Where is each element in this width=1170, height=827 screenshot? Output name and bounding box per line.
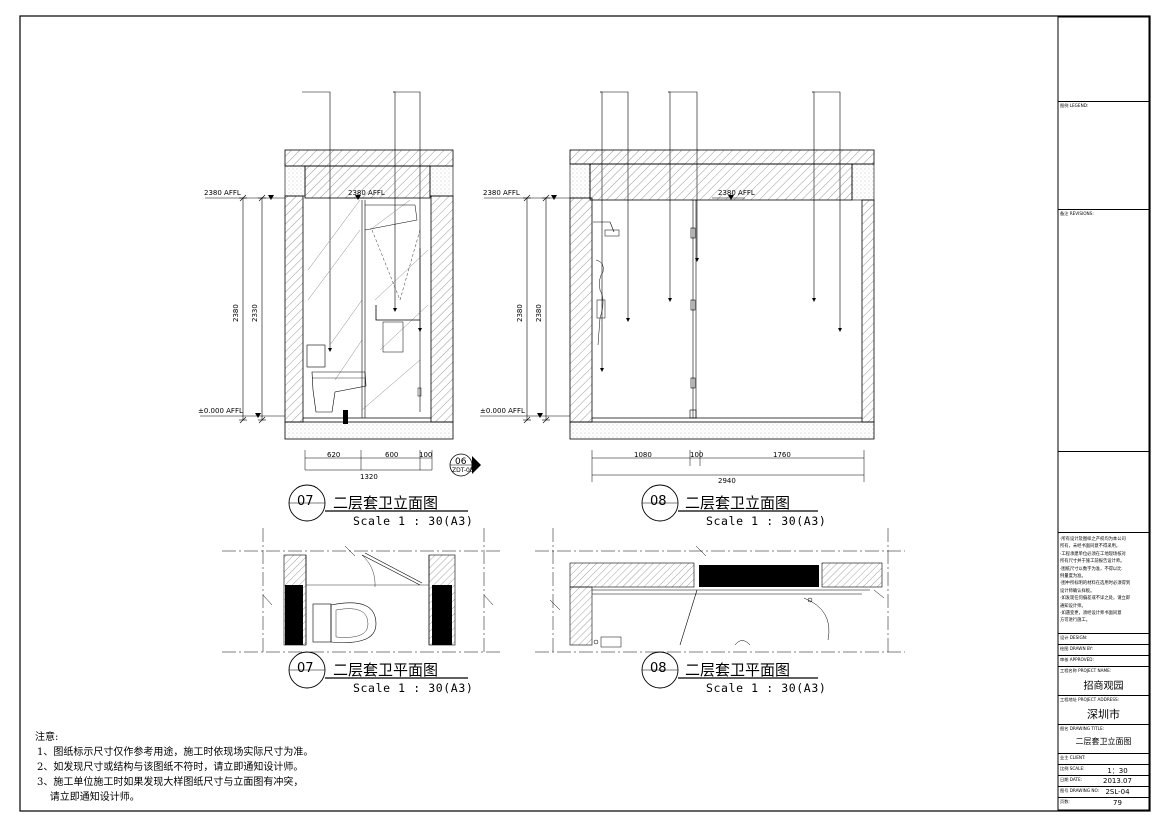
drawing-title: 二层套卫立面图 bbox=[1075, 737, 1132, 746]
plan08-title: 二层套卫平面图 bbox=[685, 661, 791, 679]
general-notes: 注意: 1、图纸标示尺寸仅作参考用途，施工时依现场实际尺寸为准。 2、如发现尺寸… bbox=[35, 730, 314, 805]
note-item: 1、图纸标示尺寸仅作参考用途，施工时依现场实际尺寸为准。 bbox=[37, 747, 314, 758]
drawing-no-value: 2SL-04 bbox=[1105, 788, 1130, 796]
approved-label: 审核 APPROVED: bbox=[1060, 657, 1094, 662]
revisions-box: 备注 REVISIONS: bbox=[1058, 209, 1149, 451]
page-label: 页数: bbox=[1060, 799, 1070, 804]
elev07-number: 07 bbox=[297, 494, 314, 509]
elev08-height-outer: 2380 bbox=[516, 304, 524, 322]
elev08-width-3: 1760 bbox=[773, 451, 791, 459]
revisions-label: 备注 REVISIONS: bbox=[1060, 211, 1094, 216]
address-label: 工程地址 PROJECT ADDRESS: bbox=[1060, 697, 1120, 702]
tb-note-line: 设计师确认样板。 bbox=[1060, 588, 1095, 594]
notes-heading: 注意: bbox=[35, 732, 59, 743]
scale-value: 1：30 bbox=[1107, 767, 1128, 775]
note-item: 3、施工单位施工时如果发现大样图纸尺寸与立面图有冲突， bbox=[37, 777, 304, 788]
elev07-height-inner: 2330 bbox=[251, 304, 259, 322]
client-row: 业主 CLIENT: bbox=[1058, 753, 1149, 764]
plan07-title: 二层套卫平面图 bbox=[333, 661, 439, 679]
page-value: 79 bbox=[1113, 799, 1122, 807]
plan08-number: 08 bbox=[650, 661, 667, 676]
sheet-border bbox=[19, 15, 1151, 812]
elev07-level-top-inner: 2380 AFFL bbox=[348, 189, 385, 197]
drawing-title-row: 图名 DRAWING TITLE: 二层套卫立面图 bbox=[1058, 724, 1149, 753]
title-block: 图例 LEGEND: 备注 REVISIONS: ·所有设计及图样之产权均为本公… bbox=[1058, 17, 1149, 810]
title-block-frame bbox=[1057, 16, 1150, 811]
design-row: 设计 DESIGN: bbox=[1058, 633, 1149, 644]
tb-note-line: 所有尺寸并于施工前报告设计师。 bbox=[1060, 559, 1125, 565]
tb-notes: ·所有设计及图样之产权均为本公司 所有，未经书面同意不得采用。 ·工程承建单位必… bbox=[1060, 536, 1146, 625]
legend-label: 图例 LEGEND: bbox=[1060, 103, 1089, 108]
tb-note-line: ·工程承建单位必须在工地现场核对 bbox=[1060, 551, 1126, 557]
tb-note-line: 所有，未经书面同意不得采用。 bbox=[1060, 544, 1121, 550]
elev07-height-outer: 2380 bbox=[232, 304, 240, 322]
elev07-width-3: 100 bbox=[419, 451, 433, 459]
date-value: 2013.07 bbox=[1103, 777, 1132, 785]
elev07-scale: Scale 1 : 30(A3) bbox=[353, 514, 474, 528]
plan07-scale: Scale 1 : 30(A3) bbox=[353, 681, 474, 695]
project-label: 工程名称 PROJECT NAME: bbox=[1060, 668, 1112, 673]
note-item: 请立即通知设计师。 bbox=[37, 792, 140, 803]
elev08-level-top: 2380 AFFL bbox=[483, 189, 520, 197]
elev08-width-2: 100 bbox=[690, 451, 704, 459]
elev07-ref-mark-bottom: ZDT-05 bbox=[452, 467, 474, 474]
tb-note-line: 例量度为准。 bbox=[1060, 574, 1086, 580]
tb-note-line: ·如发现任何偏差或不详之处，请立即 bbox=[1060, 596, 1131, 602]
elev08-height-inner: 2380 bbox=[535, 304, 543, 322]
tb-notes-box: ·所有设计及图样之产权均为本公司 所有，未经书面同意不得采用。 ·工程承建单位必… bbox=[1058, 532, 1149, 633]
elev08-total-width: 2940 bbox=[718, 477, 736, 485]
drawn-row: 绘图 DRAWN BY: bbox=[1058, 644, 1149, 655]
address-row: 工程地址 PROJECT ADDRESS: 深圳市 bbox=[1058, 695, 1149, 724]
elev08-level-floor: ±0.000 AFFL bbox=[480, 407, 525, 415]
legend-box: 图例 LEGEND: bbox=[1058, 101, 1149, 209]
elev07-width-2: 600 bbox=[385, 451, 399, 459]
elev08-width-1: 1080 bbox=[634, 451, 652, 459]
drawn-label: 绘图 DRAWN BY: bbox=[1060, 646, 1093, 651]
elev08-number: 08 bbox=[650, 494, 667, 509]
date-row: 日期 DATE: 2013.07 bbox=[1058, 775, 1149, 786]
tb-note-line: ·所有设计及图样之产权均为本公司 bbox=[1060, 537, 1126, 542]
elev07-title: 二层套卫立面图 bbox=[333, 494, 439, 512]
elevation-07 bbox=[200, 91, 481, 522]
elev08-level-top-inner: 2380 AFFL bbox=[718, 189, 755, 197]
empty-box bbox=[1058, 451, 1149, 532]
design-label: 设计 DESIGN: bbox=[1060, 635, 1088, 640]
elev07-ref-mark-top: 06 bbox=[455, 457, 467, 467]
drawing-no-row: 图号 DRAWING NO: 2SL-04 bbox=[1058, 786, 1149, 797]
plan07-number: 07 bbox=[297, 661, 314, 676]
elev07-width-1: 620 bbox=[327, 451, 341, 459]
drawing-no-label: 图号 DRAWING NO: bbox=[1060, 788, 1100, 793]
tb-note-line: ·图纸尺寸以数字为准，不得以比 bbox=[1060, 566, 1122, 572]
tb-note-line: ·图中所标明的材料在选用时必须得到 bbox=[1060, 581, 1131, 587]
elev08-scale: Scale 1 : 30(A3) bbox=[706, 514, 827, 528]
plan-08 bbox=[535, 528, 905, 689]
tb-note-line: ·如遇变更，须经设计师书面同意 bbox=[1060, 611, 1122, 617]
scale-row: 比例 SCALE: 1：30 bbox=[1058, 764, 1149, 775]
scale-label: 比例 SCALE: bbox=[1060, 766, 1085, 771]
page-row: 页数: 79 bbox=[1058, 797, 1149, 810]
tb-note-line: 方可进行施工。 bbox=[1060, 618, 1091, 624]
elev08-title: 二层套卫立面图 bbox=[685, 494, 791, 512]
tb-note-line: 通知设计师。 bbox=[1060, 603, 1086, 609]
elevation-08 bbox=[480, 91, 875, 522]
project-name: 招商观园 bbox=[1083, 681, 1124, 692]
project-row: 工程名称 PROJECT NAME: 招商观园 bbox=[1058, 666, 1149, 695]
note-item: 2、如发现尺寸或结构与该图纸不符时，请立即通知设计师。 bbox=[37, 762, 304, 773]
client-label: 业主 CLIENT: bbox=[1060, 755, 1086, 760]
project-address: 深圳市 bbox=[1087, 708, 1120, 721]
elev07-level-top: 2380 AFFL bbox=[204, 189, 241, 197]
drawing-title-label: 图名 DRAWING TITLE: bbox=[1060, 726, 1105, 731]
plan08-scale: Scale 1 : 30(A3) bbox=[706, 681, 827, 695]
elev07-total-width: 1320 bbox=[360, 473, 378, 481]
date-label: 日期 DATE: bbox=[1060, 777, 1083, 782]
plan-07 bbox=[222, 528, 500, 689]
elev07-level-floor: ±0.000 AFFL bbox=[198, 407, 243, 415]
approved-row: 审核 APPROVED: bbox=[1058, 655, 1149, 666]
